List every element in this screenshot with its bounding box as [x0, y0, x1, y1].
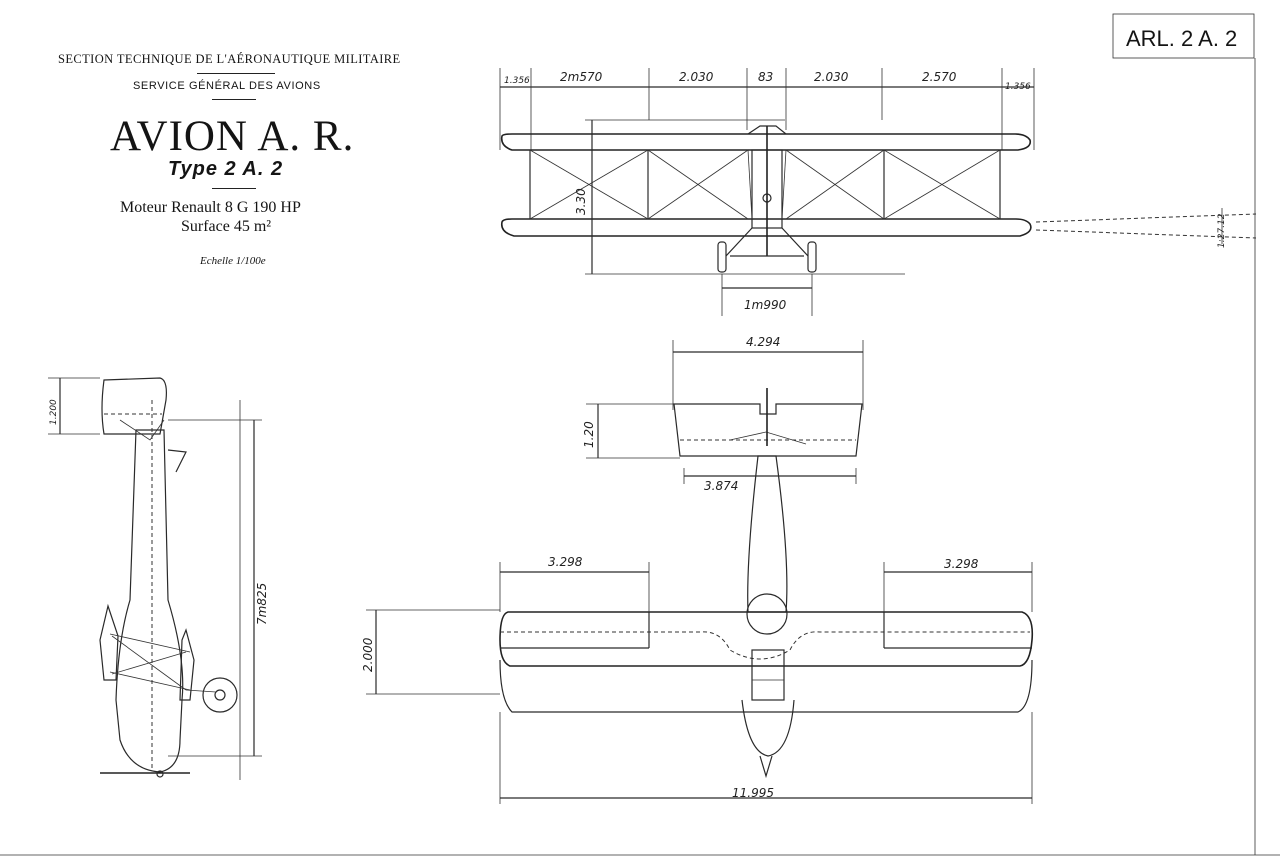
- front-dim-outer-left: 1.356: [504, 76, 530, 86]
- front-dim-right-bay: 2.570: [922, 70, 957, 84]
- front-dim-outer-right: 1.356: [1005, 82, 1031, 92]
- title-divider: [197, 73, 275, 74]
- plan-wingspan-label: 11.995: [732, 786, 774, 800]
- front-dim-center: 83: [758, 70, 773, 84]
- front-dim-left-bay: 2m570: [560, 70, 603, 84]
- side-length-label: 7m825: [255, 583, 269, 625]
- plan-view: 4.294 1.20 3.874 3.298 3.298 2.000 11.99…: [361, 335, 1034, 804]
- front-height-label: 3.30: [574, 188, 588, 215]
- drawing-reference: ARL. 2 A. 2: [1126, 26, 1238, 51]
- front-dim-inner-right-bay: 2.030: [814, 70, 849, 84]
- aircraft-title: AVION A. R.: [110, 113, 355, 160]
- title-divider: [212, 188, 256, 189]
- engine-spec: Moteur Renault 8 G 190 HP: [120, 199, 301, 216]
- aircraft-type: Type 2 A. 2: [168, 158, 284, 180]
- scale-note: Echelle 1/100e: [200, 255, 266, 267]
- title-divider: [212, 99, 256, 100]
- plan-elevator-span-label: 3.874: [704, 479, 738, 493]
- section-heading: SECTION TECHNIQUE DE L'AÉRONAUTIQUE MILI…: [58, 52, 401, 66]
- plan-wing-chord-label: 2.000: [361, 637, 375, 672]
- front-view: 1.356 2m570 2.030 83 2.030 2.570 1.356 3…: [499, 68, 1257, 316]
- sheet-border: [0, 13, 1280, 856]
- side-tail-height-label: 1.200: [49, 399, 59, 425]
- plan-aileron-left-label: 3.298: [548, 555, 583, 569]
- front-dim-inner-left-bay: 2.030: [679, 70, 714, 84]
- front-track-label: 1m990: [744, 298, 787, 312]
- front-dihedral-label: 1:27.12: [1217, 213, 1227, 248]
- plan-aileron-right-label: 3.298: [944, 557, 979, 571]
- side-view: 1.200 7m825: [48, 377, 269, 780]
- plan-tailplane-span-label: 4.294: [746, 335, 780, 349]
- surface-spec: Surface 45 m²: [181, 218, 272, 235]
- service-heading: SERVICE GÉNÉRAL DES AVIONS: [133, 80, 321, 92]
- plan-tailplane-chord-label: 1.20: [582, 421, 596, 448]
